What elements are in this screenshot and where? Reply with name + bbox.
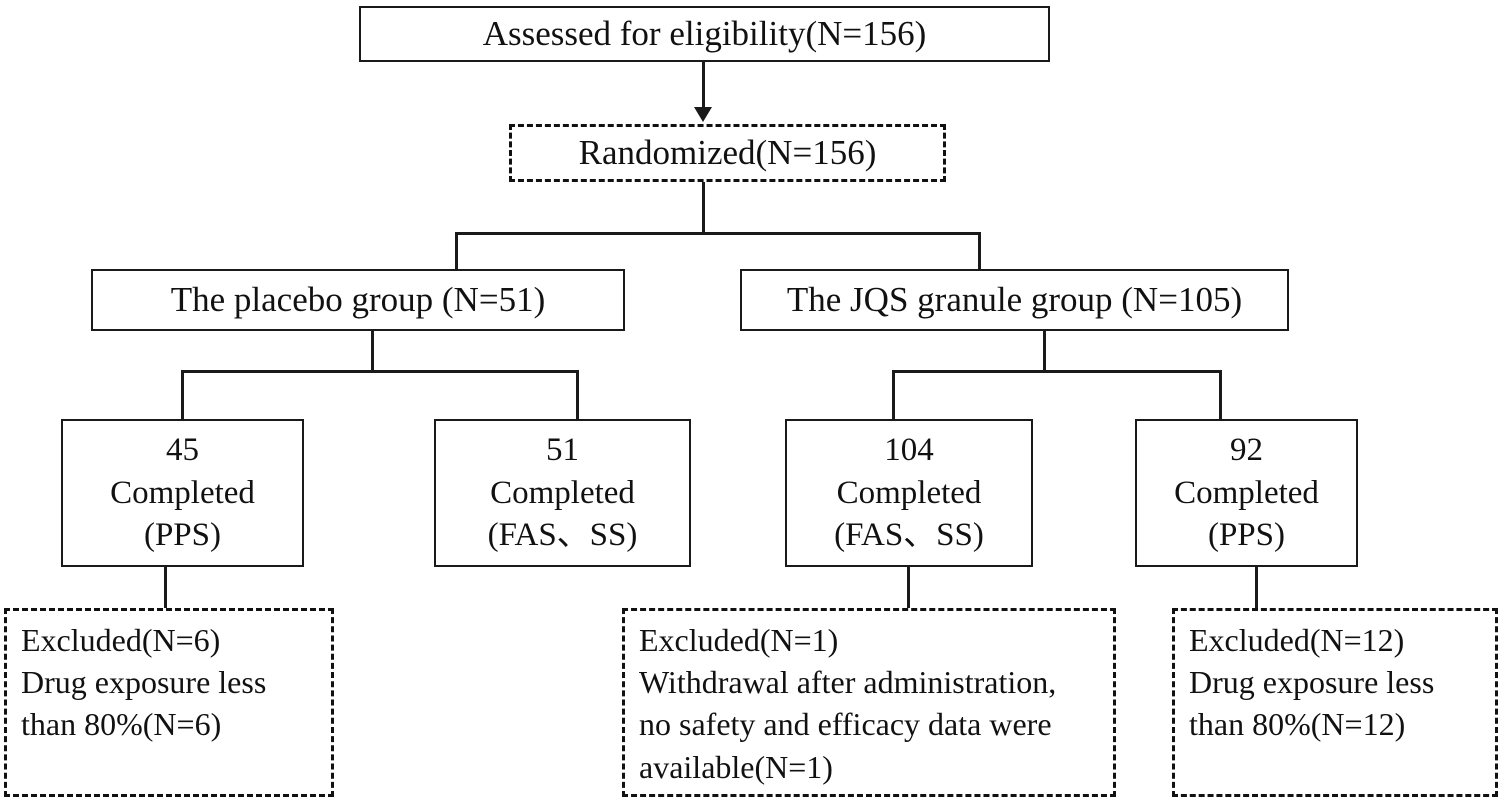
node-excluded-jqs-withdrawal: Excluded(N=1) Withdrawal after administr…: [622, 608, 1116, 797]
node-completed-104-count: 104: [884, 431, 934, 468]
connector-jqs-right-drop: [1219, 370, 1222, 421]
connector-jqs-bar: [892, 370, 1222, 373]
node-completed-92-count: 92: [1230, 431, 1263, 468]
connector-placebo-right-drop: [576, 370, 579, 421]
arrowhead-icon: [694, 107, 712, 122]
excluded-jqs-withdrawal-line-2: Withdrawal after administration,: [639, 664, 1057, 701]
connector-jqs-stem: [1043, 331, 1046, 373]
node-completed-92-status: Completed: [1174, 474, 1319, 511]
node-completed-51-fas-ss: 51 Completed (FAS、SS): [434, 419, 691, 567]
excluded-jqs-pps-line-1: Excluded(N=12): [1189, 622, 1405, 658]
excluded-placebo-line-2: Drug exposure less: [21, 664, 267, 701]
node-completed-45-status: Completed: [110, 474, 255, 511]
node-assessed-label: Assessed for eligibility(N=156): [482, 14, 927, 54]
node-completed-104-population: (FAS、SS): [834, 517, 984, 554]
node-completed-104-status: Completed: [836, 474, 982, 511]
excluded-jqs-pps-line-3: than 80%(N=12): [1189, 706, 1406, 743]
excluded-placebo-line-1: Excluded(N=6): [21, 622, 221, 658]
connector-jqs-left-drop: [892, 370, 895, 421]
node-completed-45-count: 45: [166, 431, 199, 468]
node-randomized-label: Randomized(N=156): [578, 133, 877, 173]
excluded-jqs-withdrawal-line-1: Excluded(N=1): [639, 622, 839, 658]
node-assessed-for-eligibility: Assessed for eligibility(N=156): [359, 6, 1050, 62]
connector-completed92-to-excluded12: [1255, 567, 1258, 611]
node-jqs-granule-group: The JQS granule group (N=105): [740, 269, 1289, 331]
node-randomized: Randomized(N=156): [509, 124, 946, 182]
excluded-jqs-withdrawal-line-3: no safety and efficacy data were: [639, 706, 1052, 743]
connector-randomized-bar: [455, 232, 981, 235]
node-completed-51-status: Completed: [490, 474, 635, 511]
node-completed-45-population: (PPS): [143, 517, 222, 554]
connector-placebo-left-drop: [181, 370, 184, 421]
excluded-jqs-withdrawal-line-4: available(N=1): [639, 748, 833, 785]
connector-placebo-bar: [181, 370, 579, 373]
node-completed-51-count: 51: [546, 431, 579, 468]
connector-randomized-right-drop: [978, 232, 981, 270]
node-completed-45-pps: 45 Completed (PPS): [61, 419, 304, 567]
node-excluded-jqs-pps: Excluded(N=12) Drug exposure less than 8…: [1172, 608, 1498, 797]
connector-assessed-to-randomized: [702, 62, 705, 110]
node-placebo-group: The placebo group (N=51): [91, 269, 625, 331]
excluded-jqs-pps-line-2: Drug exposure less: [1189, 664, 1435, 701]
excluded-placebo-line-3: than 80%(N=6): [21, 706, 222, 743]
connector-completed45-to-excluded6: [164, 567, 167, 611]
node-completed-92-pps: 92 Completed (PPS): [1135, 419, 1358, 567]
node-completed-51-population: (FAS、SS): [487, 517, 638, 554]
connector-placebo-stem: [371, 331, 374, 373]
connector-randomized-stem: [702, 182, 705, 235]
node-completed-92-population: (PPS): [1207, 517, 1286, 554]
node-jqs-granule-group-label: The JQS granule group (N=105): [786, 280, 1243, 320]
node-completed-104-fas-ss: 104 Completed (FAS、SS): [785, 419, 1033, 567]
node-placebo-group-label: The placebo group (N=51): [170, 280, 546, 320]
connector-completed104-to-excluded1: [907, 567, 910, 611]
node-excluded-placebo-pps: Excluded(N=6) Drug exposure less than 80…: [4, 608, 334, 797]
connector-randomized-left-drop: [455, 232, 458, 270]
